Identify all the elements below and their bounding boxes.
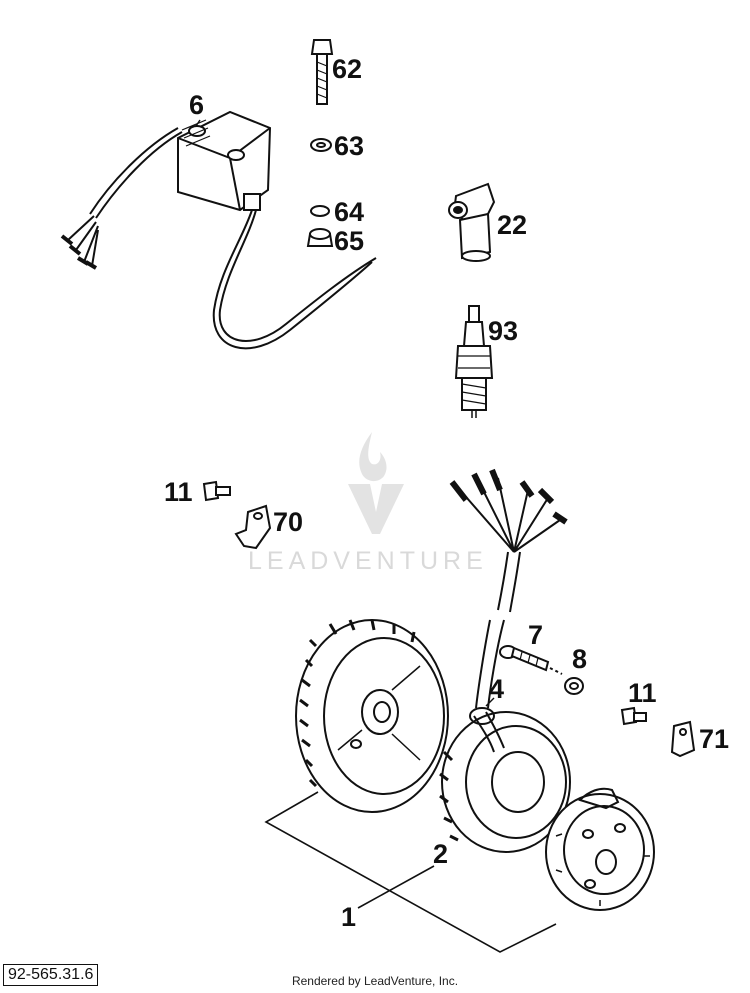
leader-lines <box>195 119 495 707</box>
stator-cable <box>475 619 505 709</box>
washer-63[interactable] <box>310 138 332 152</box>
ignition-coil-primary-leads <box>60 127 183 270</box>
spark-plug-connector-22[interactable] <box>448 182 496 262</box>
spark-plug-93[interactable] <box>454 305 494 418</box>
assembly-bracket <box>264 791 557 953</box>
bolt-62[interactable] <box>310 39 334 105</box>
lock-washer-64[interactable] <box>310 205 330 217</box>
callout-62[interactable]: 62 <box>332 54 363 84</box>
callout-70[interactable]: 70 <box>273 507 304 537</box>
callout-71[interactable]: 71 <box>699 724 730 754</box>
nut-65[interactable] <box>306 228 334 247</box>
callout-1[interactable]: 1 <box>341 902 357 932</box>
stator[interactable] <box>439 707 571 853</box>
callout-4[interactable]: 4 <box>489 674 505 704</box>
callout-7[interactable]: 7 <box>528 620 544 650</box>
stator-wiring-harness <box>449 468 568 613</box>
callout-93[interactable]: 93 <box>488 316 519 346</box>
flywheel-rotor[interactable] <box>295 619 449 813</box>
callout-22[interactable]: 22 <box>497 210 528 240</box>
stator-base-plate[interactable] <box>545 787 655 911</box>
cable-clip-71[interactable] <box>670 720 696 758</box>
callout-6[interactable]: 6 <box>189 90 205 120</box>
diagram-id: 92-565.31.6 <box>3 964 99 986</box>
callout-65[interactable]: 65 <box>334 226 365 256</box>
callout-64[interactable]: 64 <box>334 197 365 227</box>
watermark-text: LEADVENTURE <box>248 547 488 575</box>
ignition-coil[interactable] <box>177 110 272 212</box>
cable-clip-70[interactable] <box>234 504 272 550</box>
callout-63[interactable]: 63 <box>334 131 365 161</box>
ignition-coil-hv-lead <box>212 209 377 350</box>
washer-8[interactable] <box>564 677 584 695</box>
callout-11-right[interactable]: 11 <box>628 678 657 708</box>
screw-7[interactable] <box>499 645 563 675</box>
footer-credit: Rendered by LeadVenture, Inc. <box>291 974 459 988</box>
callout-8[interactable]: 8 <box>572 644 588 674</box>
leadventure-logo-icon <box>348 432 404 534</box>
callout-11-left[interactable]: 11 <box>164 477 193 507</box>
screw-11-right[interactable] <box>620 706 647 726</box>
screw-11-left[interactable] <box>202 480 231 502</box>
callout-2[interactable]: 2 <box>433 839 449 869</box>
